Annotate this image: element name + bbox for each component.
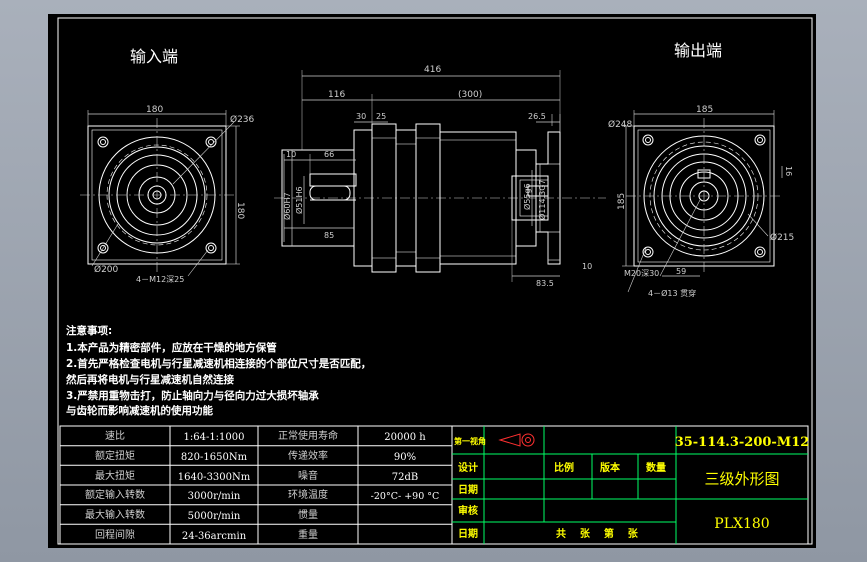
quantity-label: 数量 xyxy=(646,461,666,474)
input-bolt-circle: Ø200 xyxy=(94,264,119,275)
input-bolt-spec: 4－M12深25 xyxy=(136,275,184,284)
input-end-view xyxy=(80,110,240,277)
dim-10-right: 10 xyxy=(582,262,592,271)
spec-value-max-speed: 5000r/min xyxy=(188,511,241,522)
note-line-4: 3.严禁用重物击打，防止轴向力与径向力过大损坏轴承 xyxy=(66,389,319,402)
spec-table-cells: 速比 1:64-1:1000 正常使用寿命 20000 h 额定扭矩 820-1… xyxy=(85,429,439,542)
spec-label-efficiency: 传递效率 xyxy=(288,449,328,462)
title-block xyxy=(451,425,809,545)
title-block-text: 第一视角 设计 比例 版本 数量 日期 审核 日期 共 张 第 张 35-114… xyxy=(454,435,809,540)
spec-value-ambient-temp: -20°C- +90 °C xyxy=(371,491,440,502)
drawing-canvas: 输入端 输出端 180 180 Ø236 Ø200 4－M12深25 xyxy=(57,17,813,545)
output-hole-spec: 4－Ø13 贯穿 xyxy=(648,288,696,298)
input-width-dim: 180 xyxy=(146,105,163,115)
date-label-2: 日期 xyxy=(458,527,478,540)
drawing-title: 三级外形图 xyxy=(704,470,779,488)
spec-label-weight: 重量 xyxy=(298,528,318,541)
output-flange-dia: Ø248 xyxy=(608,119,633,130)
dim-26-5: 26.5 xyxy=(528,112,546,121)
dim-30: 30 xyxy=(356,112,366,121)
input-flange-dia: Ø236 xyxy=(230,114,255,125)
input-height-dim: 180 xyxy=(235,202,245,219)
version-label: 版本 xyxy=(600,461,621,474)
notes-block: 注意事项: 1.本产品为精密部件，应放在干燥的地方保管 2.首先严格检查电机与行… xyxy=(65,324,371,417)
drawing-sheet: 输入端 输出端 180 180 Ø236 Ø200 4－M12深25 xyxy=(48,14,816,548)
scale-label: 比例 xyxy=(554,461,574,474)
output-key-height: 59 xyxy=(676,267,686,276)
input-view-title: 输入端 xyxy=(130,47,178,66)
dim-dia-114: Ø114.3G7 xyxy=(537,180,547,221)
spec-value-backlash: 24-36arcmin xyxy=(182,531,247,542)
body-length-dim: (300) xyxy=(458,90,482,100)
dim-66: 66 xyxy=(324,150,334,159)
output-view-title: 输出端 xyxy=(674,41,722,60)
note-line-3: 然后再将电机与行星减速机自然连接 xyxy=(65,373,234,386)
review-label: 审核 xyxy=(458,504,478,517)
date-label-1: 日期 xyxy=(458,483,478,496)
spec-label-ambient-temp: 环境温度 xyxy=(288,488,328,501)
note-line-2: 2.首先严格检查电机与行星减速机相连接的个部位尺寸是否匹配， xyxy=(66,357,371,370)
spec-label-life: 正常使用寿命 xyxy=(278,429,338,442)
output-key-width: 16 xyxy=(784,166,793,176)
spec-value-rated-speed: 3000r/min xyxy=(188,491,241,502)
sheet-count-label: 共 张 第 张 xyxy=(556,527,639,540)
spec-table xyxy=(59,425,453,545)
spec-value-rated-torque: 820-1650Nm xyxy=(181,452,248,463)
spec-value-ratio: 1:64-1:1000 xyxy=(183,432,244,443)
drawing-number: 35-114.3-200-M12 xyxy=(675,435,810,450)
total-length-dim: 416 xyxy=(424,65,441,75)
spec-value-life: 20000 h xyxy=(384,432,426,443)
side-view xyxy=(274,114,606,273)
design-label: 设计 xyxy=(458,461,478,474)
output-height-dim: 185 xyxy=(617,193,627,210)
model-number: PLX180 xyxy=(714,516,769,532)
spec-label-noise: 噪音 xyxy=(298,469,318,482)
spec-label-ratio: 速比 xyxy=(105,430,125,442)
output-center-tap: M20深30 xyxy=(624,269,659,278)
spec-label-inertia: 惯量 xyxy=(298,508,318,521)
note-line-5: 与齿轮而影响减速机的使用功能 xyxy=(66,404,213,417)
dim-dia-55: Ø55g6 xyxy=(522,183,532,210)
dim-10-left: 10 xyxy=(286,150,296,159)
output-end-view xyxy=(622,110,783,293)
dim-dia-60: Ø60H7 xyxy=(282,192,292,220)
spec-label-max-speed: 最大输入转数 xyxy=(85,508,145,521)
spec-value-efficiency: 90% xyxy=(394,452,416,463)
notes-heading: 注意事项: xyxy=(66,324,112,337)
projection-symbol-icon xyxy=(498,433,535,447)
note-line-1: 1.本产品为精密部件，应放在干燥的地方保管 xyxy=(66,341,277,354)
spec-label-max-torque: 最大扭矩 xyxy=(95,469,135,482)
spec-value-max-torque: 1640-3300Nm xyxy=(178,472,251,483)
input-length-dim: 116 xyxy=(328,90,345,100)
spec-label-rated-speed: 额定输入转数 xyxy=(85,488,145,501)
output-width-dim: 185 xyxy=(696,105,713,115)
projection-label: 第一视角 xyxy=(454,436,486,446)
spec-value-noise: 72dB xyxy=(392,472,418,483)
output-bolt-circle: Ø215 xyxy=(770,232,794,243)
dim-dia-51: Ø51H6 xyxy=(294,186,304,214)
side-view-dimensions xyxy=(284,70,561,282)
spec-label-rated-torque: 额定扭矩 xyxy=(95,449,135,462)
dim-83-5: 83.5 xyxy=(536,279,554,288)
dim-25: 25 xyxy=(376,112,386,121)
spec-label-backlash: 回程间隙 xyxy=(95,528,135,541)
dim-85: 85 xyxy=(324,231,334,240)
